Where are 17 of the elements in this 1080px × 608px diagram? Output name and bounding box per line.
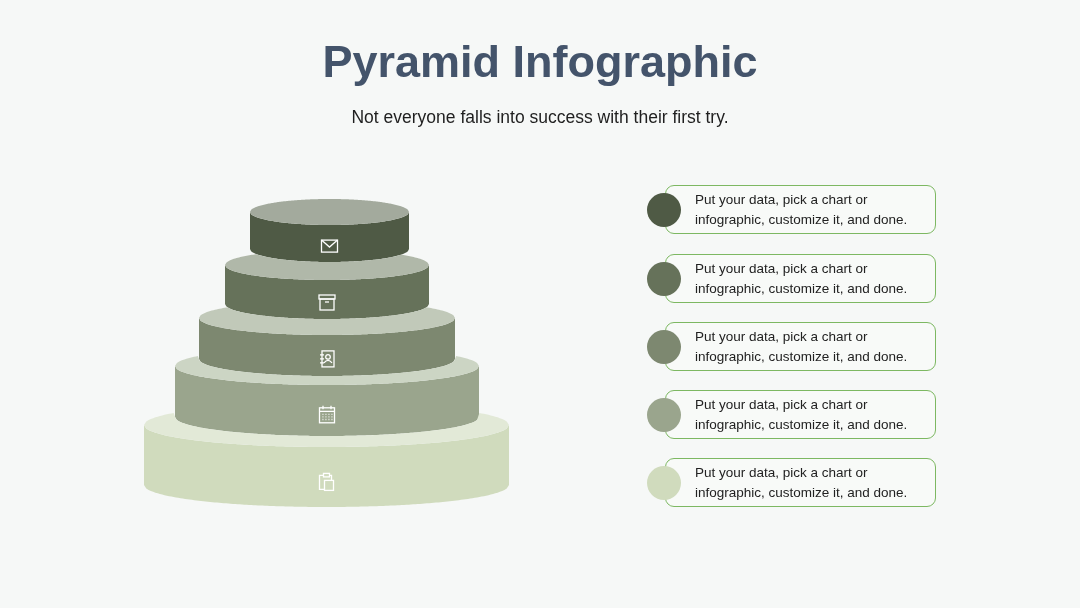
subtitle: Not everyone falls into success with their first try. — [351, 107, 729, 127]
description-text: Put your data, pick a chart or infographic, customize it, and done. — [695, 260, 909, 298]
rounded-text-box — [665, 322, 936, 371]
title: Pyramid Infographic — [322, 36, 758, 87]
rounded-text-box — [665, 254, 936, 303]
cylinder-tier — [199, 307, 455, 376]
rounded-text-box — [665, 185, 936, 234]
rounded-text-box — [665, 390, 936, 439]
description-text: Put your data, pick a chart or infographic, customize it, and done. — [695, 328, 909, 366]
description-text: Put your data, pick a chart or infographic, customize it, and done. — [695, 464, 909, 502]
cylinder-tier — [250, 199, 409, 262]
cylinder-tier — [225, 254, 429, 319]
rounded-text-box — [665, 458, 936, 507]
description-text: Put your data, pick a chart or infographic, customize it, and done. — [695, 396, 909, 434]
cylinder-tier — [144, 413, 509, 507]
description-text: Put your data, pick a chart or infographic, customize it, and done. — [695, 191, 909, 229]
cylinder-tier — [175, 356, 479, 436]
